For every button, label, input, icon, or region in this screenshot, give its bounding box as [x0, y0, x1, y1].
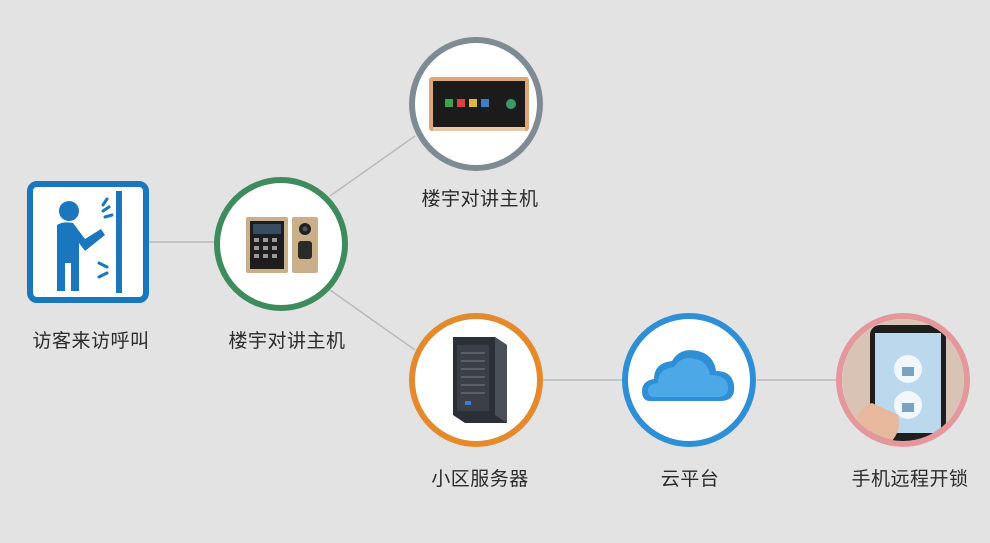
indoor-monitor-label: 楼宇对讲主机 [421, 188, 539, 210]
tower-server-icon [453, 337, 507, 423]
cloud-label: 云平台 [660, 468, 720, 490]
indoor-monitor-node [409, 37, 543, 171]
door-station-node [214, 177, 348, 311]
connector-door-monitor [329, 135, 416, 197]
visitor-figure-icon [57, 191, 122, 293]
connector-door-server [329, 289, 416, 351]
door-station-keypad-icon [246, 217, 318, 273]
server-label: 小区服务器 [431, 468, 529, 490]
visitor-label: 访客来访呼叫 [32, 330, 150, 352]
server-node [409, 313, 543, 447]
phone-label: 手机远程开锁 [851, 468, 969, 490]
cloud-icon [642, 350, 735, 401]
cloud-node [622, 313, 756, 447]
indoor-monitor-screen-icon [429, 77, 529, 131]
visitor-at-door-icon [27, 181, 149, 303]
phone-node [836, 313, 970, 447]
door-station-label: 楼宇对讲主机 [228, 330, 346, 352]
phone-unlock-icon [842, 319, 964, 441]
